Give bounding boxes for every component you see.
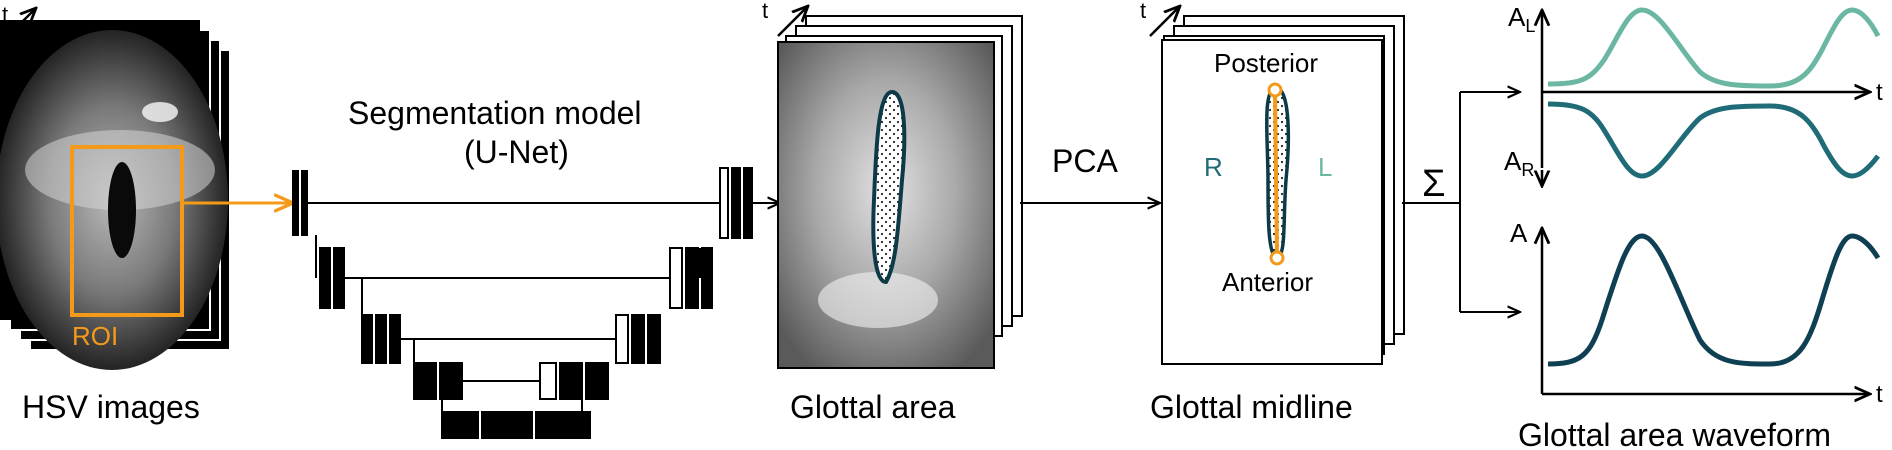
roi-label: ROI bbox=[72, 321, 118, 351]
split-arrows bbox=[1402, 92, 1520, 312]
anterior-label: Anterior bbox=[1222, 267, 1313, 297]
seg-subtitle: (U-Net) bbox=[464, 134, 569, 170]
hsv-image-stack bbox=[0, 20, 231, 370]
bottom-t-label: t bbox=[1876, 381, 1883, 408]
curve-right bbox=[1547, 101, 1880, 179]
curve-total bbox=[1547, 233, 1881, 367]
midline-line bbox=[1273, 89, 1279, 259]
midline-label: Glottal midline bbox=[1150, 389, 1353, 425]
sum-symbol: Σ bbox=[1422, 163, 1446, 205]
waveform-top bbox=[1542, 7, 1881, 186]
right-label: R bbox=[1204, 152, 1223, 182]
pca-label: PCA bbox=[1052, 143, 1118, 179]
anterior-point bbox=[1269, 250, 1285, 266]
waveform-bottom bbox=[1542, 228, 1881, 394]
left-label: L bbox=[1318, 152, 1332, 182]
glottal-area-stack bbox=[777, 15, 1023, 369]
hsv-label: HSV images bbox=[22, 389, 200, 425]
svg-text:t: t bbox=[2, 2, 8, 27]
a-label: A bbox=[1510, 218, 1528, 248]
time-arrow-hsv: t bbox=[2, 2, 36, 39]
time-arrow-midline: t bbox=[1140, 0, 1180, 37]
waveform-label: Glottal area waveform bbox=[1518, 417, 1831, 450]
unet-diagram bbox=[292, 167, 780, 439]
glottis-segmentation bbox=[871, 89, 907, 285]
top-t-label: t bbox=[1876, 79, 1883, 106]
curve-left bbox=[1547, 7, 1881, 89]
time-arrow-glottal: t bbox=[762, 0, 808, 37]
svg-text:t: t bbox=[1140, 0, 1146, 23]
roi-box bbox=[70, 145, 184, 317]
glottal-area-label: Glottal area bbox=[790, 389, 956, 425]
posterior-label: Posterior bbox=[1214, 48, 1318, 78]
glottis-dark bbox=[108, 162, 136, 258]
midline-stack bbox=[1161, 15, 1405, 365]
posterior-point bbox=[1267, 82, 1283, 98]
seg-title: Segmentation model bbox=[348, 95, 642, 131]
al-label: AL bbox=[1508, 2, 1535, 36]
ar-label: AR bbox=[1504, 146, 1534, 180]
svg-text:t: t bbox=[762, 0, 768, 23]
